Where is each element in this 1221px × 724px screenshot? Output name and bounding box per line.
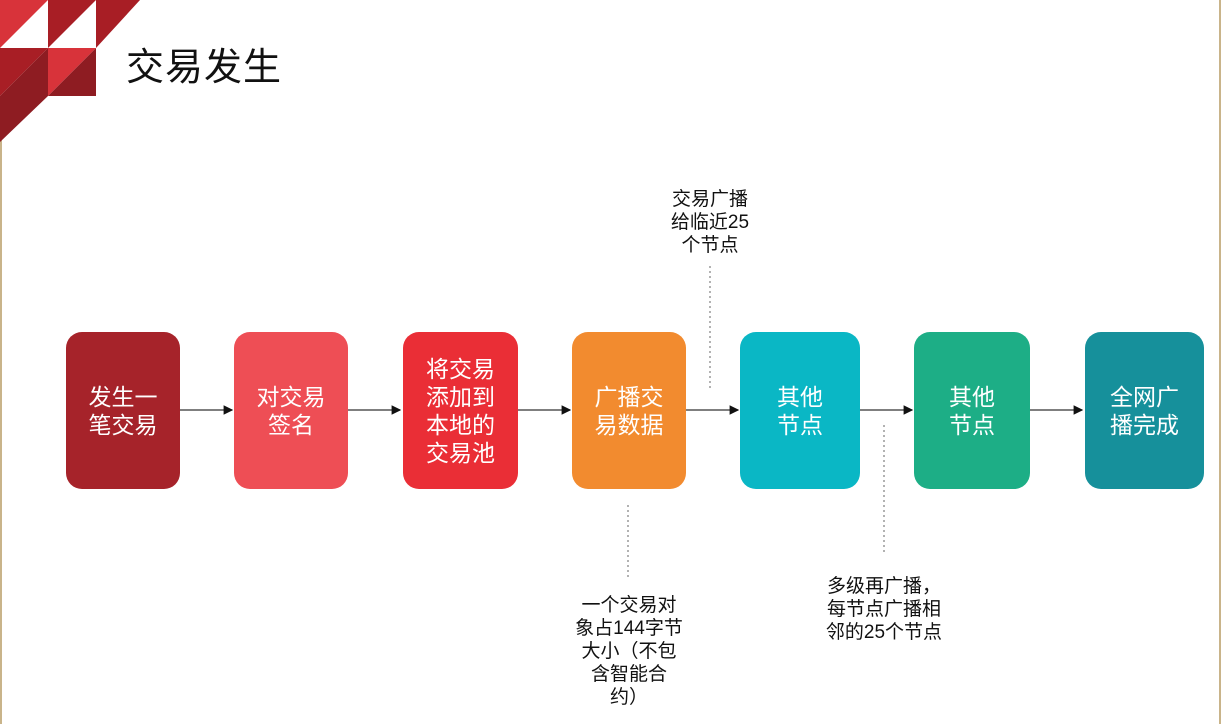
step-label: 全网广 播完成 (1110, 383, 1179, 438)
step-box-other-nodes-2: 其他 节点 (914, 332, 1030, 489)
logo-triangle-6 (48, 48, 96, 96)
step-box-add-to-pool: 将交易 添加到 本地的 交易池 (403, 332, 518, 489)
step-box-sign-transaction: 对交易 签名 (234, 332, 348, 489)
page-title: 交易发生 (126, 47, 283, 89)
step-label: 其他 节点 (949, 383, 995, 438)
step-box-create-transaction: 发生一 笔交易 (66, 332, 180, 489)
step-label: 广播交 易数据 (594, 383, 664, 438)
transaction-size-note: 一个交易对 象占144字节 大小（不包 含智能合 约） (575, 595, 683, 708)
step-box-broadcast-data: 广播交 易数据 (572, 332, 686, 489)
logo-triangle-8 (0, 48, 48, 96)
step-label: 将交易 添加到 本地的 交易池 (426, 355, 495, 466)
logo-triangle-2 (48, 0, 96, 48)
step-label: 对交易 签名 (256, 383, 326, 438)
step-box-network-broadcast-complete: 全网广 播完成 (1085, 332, 1204, 489)
step-box-other-nodes-1: 其他 节点 (740, 332, 860, 489)
logo-triangle-7 (0, 96, 48, 142)
broadcast-neighbors-note: 交易广播 给临近25 个节点 (670, 189, 750, 256)
left-border-line (0, 140, 2, 724)
logo-triangle-1 (0, 0, 48, 48)
step-label: 其他 节点 (777, 383, 823, 438)
multi-level-relay-note: 多级再广播， 每节点广播相 邻的25个节点 (825, 576, 943, 643)
step-label: 发生一 笔交易 (88, 383, 158, 438)
logo-triangle-3 (96, 0, 140, 48)
right-border-line (1219, 0, 1221, 724)
brand-logo-triangles (0, 0, 140, 142)
